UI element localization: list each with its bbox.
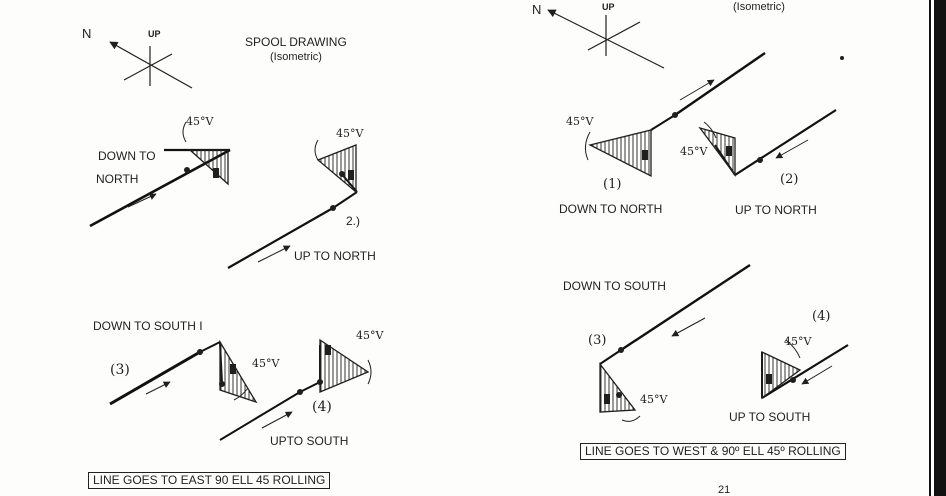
- right-angle-4: 45°V: [784, 335, 812, 348]
- left-subtitle: (Isometric): [270, 51, 322, 63]
- page-number: 21: [718, 484, 731, 496]
- left-compass-up-label: UP: [148, 29, 161, 39]
- left-compass: [109, 41, 193, 89]
- right-spool-up-to-south: [761, 339, 849, 400]
- left-label-fig2: 2.): [346, 214, 361, 228]
- left-angle-3: 45°V: [252, 357, 280, 370]
- scan-edge-line: [929, 0, 931, 496]
- right-label-down-to-south: DOWN TO SOUTH: [563, 279, 666, 293]
- right-angle-1: 45°V: [566, 115, 594, 128]
- right-label-fig1: (1): [603, 177, 622, 192]
- left-spool-down-to-north: [89, 121, 231, 228]
- right-compass: [547, 9, 665, 69]
- left-spool-down-to-south: [109, 339, 258, 406]
- right-spool-up-to-north: [698, 109, 837, 177]
- left-label-north: NORTH: [96, 172, 139, 186]
- right-spool-down-to-north: [584, 52, 766, 178]
- left-compass-north-label: N: [82, 26, 92, 41]
- left-label-fig4: (4): [312, 399, 332, 415]
- left-label-down-to-south: DOWN TO SOUTH I: [93, 319, 203, 333]
- right-label-fig2: (2): [780, 172, 799, 187]
- right-caption: LINE GOES TO WEST & 90º ELL 45º ROLLING: [580, 443, 846, 461]
- right-angle-3: 45°V: [640, 393, 668, 406]
- left-label-up-to-north: UP TO NORTH: [294, 249, 376, 263]
- left-spool-upto-south: [219, 338, 372, 441]
- right-label-fig4: (4): [812, 309, 831, 324]
- left-label-fig3: (3): [110, 362, 130, 378]
- left-caption: LINE GOES TO EAST 90 ELL 45 ROLLING: [88, 472, 331, 490]
- right-compass-north-label: N: [532, 2, 542, 17]
- right-label-up-to-north: UP TO NORTH: [735, 203, 817, 217]
- left-label-upto-south: UPTO SOUTH: [270, 434, 349, 448]
- right-label-down-to-north: DOWN TO NORTH: [559, 202, 663, 216]
- left-angle-4: 45°V: [356, 329, 384, 342]
- scan-edge-border: [934, 0, 946, 496]
- right-spool-down-to-south: [599, 263, 751, 422]
- left-title: SPOOL DRAWING: [245, 35, 347, 49]
- right-label-up-to-south: UP TO SOUTH: [729, 410, 811, 424]
- left-angle-1: 45°V: [186, 115, 214, 128]
- left-angle-2: 45°V: [336, 127, 364, 140]
- left-label-down-to: DOWN TO: [98, 149, 156, 163]
- right-compass-up-label: UP: [602, 2, 615, 12]
- right-label-fig3: (3): [588, 333, 607, 348]
- left-spool-up-to-north: [227, 139, 358, 269]
- right-subtitle: (Isometric): [733, 1, 785, 13]
- right-angle-2: 45°V: [680, 145, 708, 158]
